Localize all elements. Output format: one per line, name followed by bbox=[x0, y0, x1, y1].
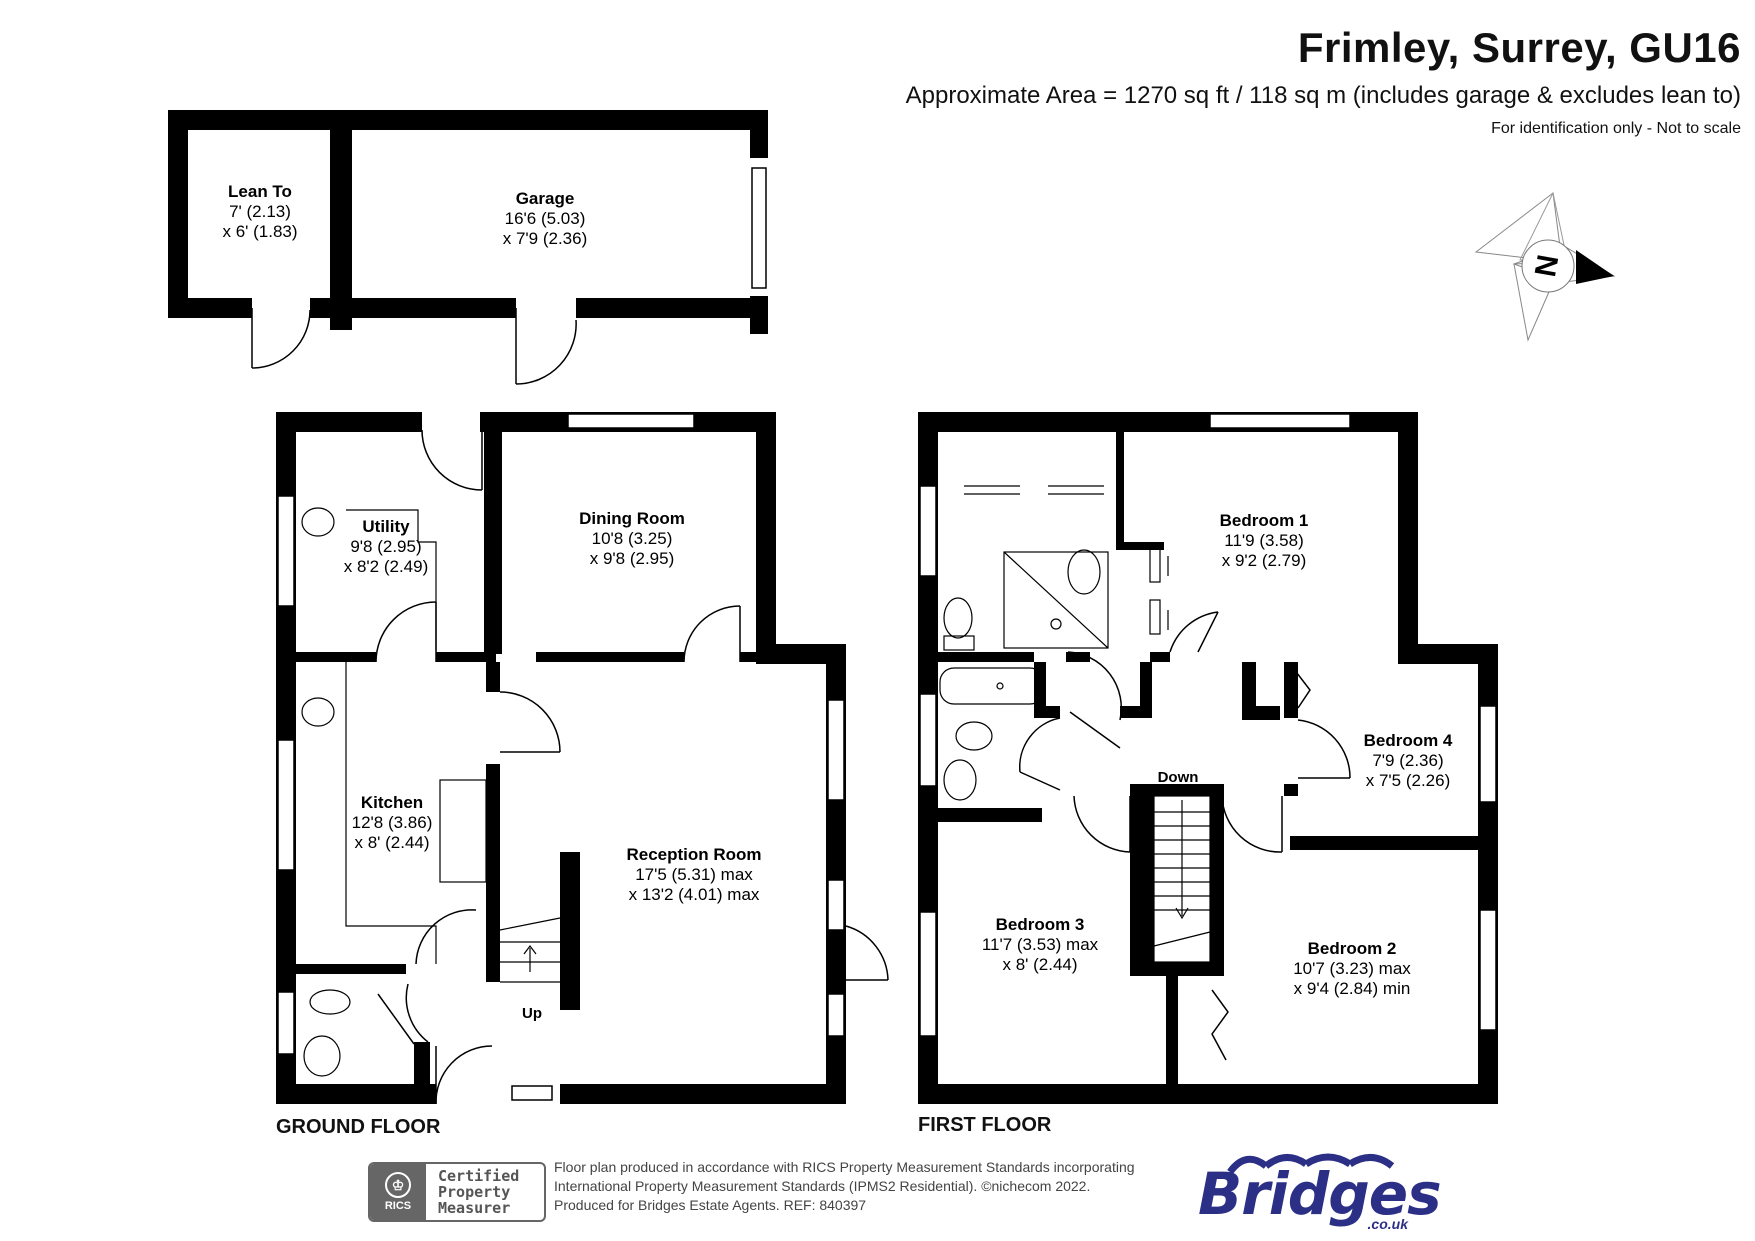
room-dimension: x 13'2 (4.01) max bbox=[629, 885, 760, 904]
room-name: Dining Room bbox=[579, 509, 685, 528]
room-dimension: 11'7 (3.53) max bbox=[982, 935, 1099, 954]
room-dimension: 10'7 (3.23) max bbox=[1293, 959, 1411, 978]
room-dimension: 7' (2.13) bbox=[229, 202, 291, 221]
footer-line: Floor plan produced in accordance with R… bbox=[554, 1159, 1135, 1175]
room-utility: Utility 9'8 (2.95) x 8'2 (2.49) bbox=[344, 517, 429, 576]
room-dining: Dining Room 10'8 (3.25) x 9'8 (2.95) bbox=[579, 509, 685, 568]
room-labels: Lean To 7' (2.13) x 6' (1.83) Garage 16'… bbox=[222, 182, 1452, 1022]
identification-note: For identification only - Not to scale bbox=[1491, 120, 1741, 137]
ground-floor-label: GROUND FLOOR bbox=[276, 1116, 441, 1138]
first-floor-label: FIRST FLOOR bbox=[918, 1114, 1052, 1136]
room-dimension: x 6' (1.83) bbox=[222, 222, 297, 241]
room-lean-to: Lean To 7' (2.13) x 6' (1.83) bbox=[222, 182, 297, 241]
rics-cert-line: Certified bbox=[438, 1167, 520, 1185]
room-name: Bedroom 2 bbox=[1308, 939, 1397, 958]
outbuildings bbox=[168, 110, 768, 334]
garage-window bbox=[751, 167, 767, 289]
footer-line: International Property Measurement Stand… bbox=[554, 1178, 1091, 1194]
room-dimension: 11'9 (3.58) bbox=[1224, 531, 1303, 550]
stairs-down-label: Down bbox=[1158, 769, 1199, 786]
rics-abbr: RICS bbox=[384, 1200, 412, 1212]
bridges-arcs-icon bbox=[1227, 1153, 1395, 1174]
room-name: Reception Room bbox=[626, 845, 761, 864]
first-floor-doors bbox=[1019, 611, 1351, 1061]
rics-crest-icon: ♔ bbox=[385, 1172, 411, 1198]
room-bedroom-2: Bedroom 2 10'7 (3.23) max x 9'4 (2.84) m… bbox=[1293, 939, 1411, 998]
room-dimension: x 8' (2.44) bbox=[1002, 955, 1077, 974]
ground-floor-windows bbox=[277, 413, 845, 1101]
room-reception: Reception Room 17'5 (5.31) max x 13'2 (4… bbox=[626, 845, 761, 904]
room-dimension: 17'5 (5.31) max bbox=[635, 865, 753, 884]
room-name: Garage bbox=[516, 189, 575, 208]
room-bedroom-1: Bedroom 1 11'9 (3.58) x 9'2 (2.79) bbox=[1220, 511, 1309, 570]
outbuilding-doors bbox=[251, 308, 577, 385]
room-dimension: x 7'5 (2.26) bbox=[1366, 771, 1451, 790]
rics-certification-text: Certified Property Measurer bbox=[438, 1168, 519, 1216]
bridges-logo: Bridges .co.uk bbox=[1198, 1150, 1442, 1232]
room-name: Kitchen bbox=[361, 793, 423, 812]
bridges-domain: .co.uk bbox=[1367, 1216, 1408, 1232]
room-dimension: 16'6 (5.03) bbox=[505, 209, 586, 228]
room-name: Bedroom 3 bbox=[996, 915, 1085, 934]
room-dimension: 9'8 (2.95) bbox=[350, 537, 421, 556]
ground-floor-walls bbox=[276, 412, 846, 1104]
rics-logo: ♔ RICS bbox=[370, 1164, 426, 1220]
room-dimension: x 9'4 (2.84) min bbox=[1294, 979, 1411, 998]
room-name: Utility bbox=[362, 517, 410, 536]
approximate-area: Approximate Area = 1270 sq ft / 118 sq m… bbox=[905, 82, 1741, 109]
rics-cert-line: Measurer bbox=[438, 1199, 511, 1217]
room-bedroom-4: Bedroom 4 7'9 (2.36) x 7'5 (2.26) bbox=[1364, 731, 1453, 790]
compass: N bbox=[1474, 191, 1616, 342]
room-bedroom-3: Bedroom 3 11'7 (3.53) max x 8' (2.44) bbox=[982, 915, 1099, 974]
room-dimension: x 8' (2.44) bbox=[354, 833, 429, 852]
room-dimension: x 9'2 (2.79) bbox=[1222, 551, 1307, 570]
room-name: Lean To bbox=[228, 182, 292, 201]
page-title: Frimley, Surrey, GU16 bbox=[1297, 24, 1741, 71]
room-dimension: x 7'9 (2.36) bbox=[503, 229, 588, 248]
room-name: Bedroom 4 bbox=[1364, 731, 1453, 750]
ground-floor-doors bbox=[375, 429, 889, 1105]
room-dimension: x 9'8 (2.95) bbox=[590, 549, 675, 568]
first-floor-fixtures bbox=[939, 485, 1169, 801]
room-name: Bedroom 1 bbox=[1220, 511, 1309, 530]
room-dimension: x 8'2 (2.49) bbox=[344, 557, 429, 576]
room-dimension: 10'8 (3.25) bbox=[592, 529, 673, 548]
ground-floor-fixtures bbox=[301, 507, 561, 1077]
room-dimension: 12'8 (3.86) bbox=[352, 813, 433, 832]
rics-certified-badge: ♔ RICS Certified Property Measurer bbox=[368, 1162, 546, 1222]
first-floor-windows bbox=[919, 413, 1497, 1037]
room-dimension: 7'9 (2.36) bbox=[1372, 751, 1443, 770]
room-garage: Garage 16'6 (5.03) x 7'9 (2.36) bbox=[503, 189, 588, 248]
bridges-brand-name: Bridges bbox=[1198, 1160, 1442, 1228]
footer-disclaimer: Floor plan produced in accordance with R… bbox=[554, 1158, 1135, 1215]
stairs-up-label: Up bbox=[522, 1005, 542, 1022]
footer-line: Produced for Bridges Estate Agents. REF:… bbox=[554, 1197, 867, 1213]
room-kitchen: Kitchen 12'8 (3.86) x 8' (2.44) bbox=[352, 793, 433, 852]
first-floor-staircase bbox=[1153, 795, 1211, 963]
rics-cert-line: Property bbox=[438, 1183, 511, 1201]
